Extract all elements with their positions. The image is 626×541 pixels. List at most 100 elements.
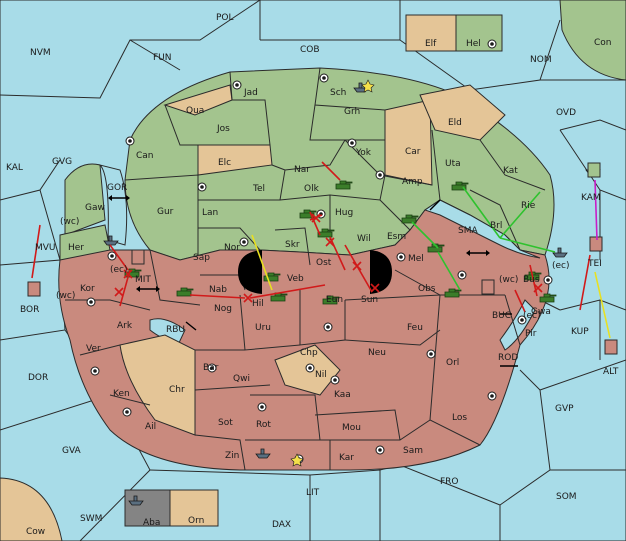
- label-nab: Nab: [209, 285, 227, 295]
- label-sma: SMA: [458, 226, 478, 236]
- label-qwi: Qwi: [233, 374, 250, 384]
- coast-tag-tei-ec: (ec): [552, 261, 570, 271]
- label-hel: Hel: [466, 39, 481, 49]
- label-elf: Elf: [425, 39, 437, 49]
- fleet-icon: [103, 235, 119, 246]
- label-obs: Obs: [418, 284, 436, 294]
- label-ver: Ver: [86, 344, 101, 354]
- label-bor: BOR: [20, 305, 39, 315]
- label-grh: Grh: [344, 107, 360, 117]
- territory-her[interactable]: [59, 224, 111, 261]
- coast-tag-gwa-ec: (ec): [523, 311, 541, 321]
- army-icon: [401, 214, 419, 224]
- territory-eld[interactable]: [419, 84, 506, 141]
- label-skr: Skr: [285, 240, 300, 250]
- territory-chr[interactable]: [119, 334, 196, 436]
- label-sch: Sch: [330, 88, 346, 98]
- label-kaa: Kaa: [334, 390, 351, 400]
- territory-car[interactable]: [384, 99, 433, 186]
- label-nog: Nog: [214, 304, 232, 314]
- label-hug: Hug: [335, 208, 353, 218]
- label-gva: GVA: [62, 446, 82, 456]
- label-pir: Pir: [525, 329, 537, 339]
- army-icon: [322, 295, 340, 305]
- label-amp: Amp: [402, 177, 423, 187]
- label-eld: Eld: [448, 118, 462, 128]
- label-wil: Wil: [357, 234, 371, 244]
- label-can: Can: [136, 151, 154, 161]
- label-mit: MIT: [135, 275, 151, 285]
- unit-boxes: [27, 162, 618, 355]
- army-icon: [335, 180, 353, 190]
- blocked-passage-east: [370, 250, 392, 294]
- label-rie: Rie: [521, 201, 536, 211]
- sea-labels: POL FUN COB NVM NOM OVD KAL GVG GOR MVU …: [6, 13, 619, 537]
- territory-gaw[interactable]: [64, 163, 106, 236]
- label-jad: Jad: [243, 88, 258, 98]
- label-gur: Gur: [157, 207, 174, 217]
- label-sap: Sap: [193, 253, 210, 263]
- label-elc: Elc: [218, 158, 231, 168]
- label-feu: Feu: [407, 323, 423, 333]
- army-icon: [317, 228, 335, 238]
- label-olk: Olk: [304, 184, 320, 194]
- label-con: Con: [594, 38, 612, 48]
- label-yok: Yok: [355, 148, 372, 158]
- label-rbu: RBU: [166, 325, 185, 335]
- label-fro: FRO: [440, 477, 459, 487]
- fleet-icon: [255, 448, 271, 459]
- label-kor: Kor: [80, 284, 95, 294]
- label-mvu: MVU: [35, 243, 56, 253]
- territory-aba[interactable]: [124, 489, 171, 527]
- coast-tag-her-ec: (ec): [110, 265, 128, 275]
- label-uru: Uru: [255, 323, 271, 333]
- blocked-passage-west: [238, 250, 262, 294]
- label-nil: Nil: [315, 370, 327, 380]
- label-esm: Esm: [387, 232, 406, 242]
- internal-borders: [65, 67, 546, 471]
- label-eun: Eun: [326, 295, 343, 305]
- label-ovd: OVD: [556, 108, 576, 118]
- province-labels: Jad Sch Qua Jos Grh Eld Can Elc Nar Yok …: [68, 88, 551, 463]
- label-neu: Neu: [368, 348, 386, 358]
- label-dax: DAX: [272, 520, 291, 530]
- label-ken: Ken: [113, 389, 130, 399]
- army-icon: [270, 292, 288, 302]
- failed-order-marks: [114, 213, 543, 303]
- label-swm: SWM: [80, 514, 102, 524]
- label-ark: Ark: [117, 321, 133, 331]
- label-lan: Lan: [202, 208, 218, 218]
- army-icon: [176, 287, 194, 297]
- label-hil: Hil: [252, 299, 264, 309]
- label-car: Car: [405, 147, 421, 157]
- fleet-icon: [128, 495, 144, 506]
- orders-other: [251, 179, 611, 339]
- star-icon: [361, 79, 375, 93]
- label-rot: Rot: [256, 420, 271, 430]
- star-icon: [290, 453, 304, 467]
- label-bus: Bus: [523, 275, 540, 285]
- label-tel: Tel: [252, 184, 265, 194]
- army-icon: [539, 293, 557, 303]
- sea-rod[interactable]: [499, 299, 536, 351]
- passage-arrows: [108, 195, 518, 367]
- label-cob: COB: [300, 45, 320, 55]
- fleet-icon: [552, 247, 568, 258]
- sea-gor[interactable]: [98, 164, 128, 246]
- label-kal: KAL: [6, 163, 23, 173]
- sea-sma[interactable]: [423, 199, 541, 259]
- label-gaw: Gaw: [85, 203, 105, 213]
- label-cow: Cow: [26, 527, 45, 537]
- label-chr: Chr: [169, 385, 185, 395]
- coast-tags: (wc) (ec) (wc) (wc) (ec) (ec): [56, 217, 570, 321]
- label-kup: KUP: [571, 327, 589, 337]
- label-kar: Kar: [339, 453, 354, 463]
- territory-elf[interactable]: [405, 14, 457, 52]
- supply-centers: [86, 39, 553, 464]
- label-som: SOM: [556, 492, 577, 502]
- territory-orn[interactable]: [169, 489, 219, 527]
- label-kat: Kat: [503, 166, 518, 176]
- label-veb: Veb: [287, 274, 304, 284]
- label-zin: Zin: [225, 451, 239, 461]
